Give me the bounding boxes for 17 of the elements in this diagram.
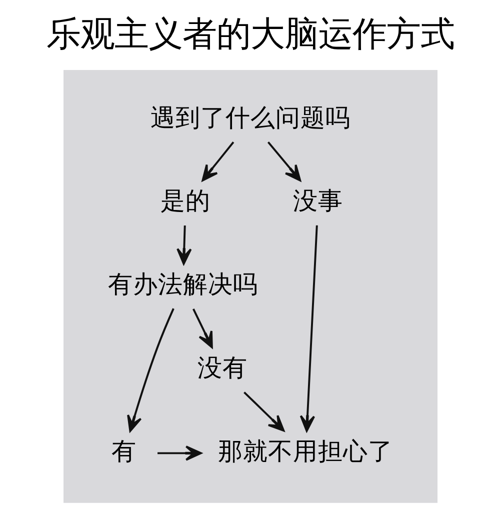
arrow	[192, 308, 212, 348]
node-text: 有	[111, 436, 136, 466]
diagram-title: 乐观主义者的大脑运作方式	[46, 14, 454, 54]
arrow	[266, 142, 301, 182]
node-text: 没有	[196, 352, 247, 382]
node-text: 是的	[160, 186, 210, 216]
node-text: 没事	[292, 186, 342, 216]
arrow	[126, 308, 174, 432]
arrow	[201, 142, 234, 182]
arrow	[243, 392, 284, 432]
node-text: 有办法解决吗	[108, 270, 258, 299]
arrow	[299, 225, 318, 432]
node-text: 遇到了什么问题吗	[150, 102, 350, 132]
arrow	[176, 225, 192, 265]
arrow	[157, 446, 202, 461]
cluster	[63, 70, 437, 503]
node-text: 那就不用担心了	[218, 436, 393, 466]
